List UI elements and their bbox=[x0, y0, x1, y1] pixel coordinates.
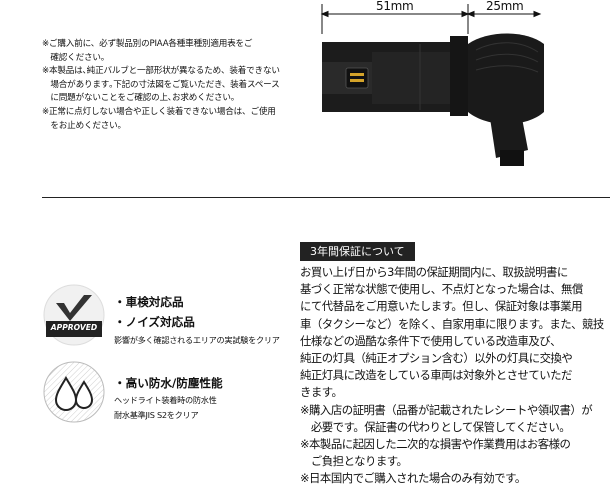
note-line: に問題がないことをご確認の上､お求めください。 bbox=[42, 93, 240, 104]
section-divider bbox=[42, 197, 610, 198]
warranty-note: ※日本国内でご購入された場合のみ有効です。 bbox=[300, 471, 526, 486]
warranty-note: 必要です。保証書の代わりとして保管してください。 bbox=[300, 419, 571, 434]
note-line: ※正常に点灯しない場合や正しく装着できない場合は、ご使用 bbox=[42, 106, 276, 117]
dimension-label-body: 51mm bbox=[376, 0, 414, 13]
feature-approved-icon-wrap: APPROVED bbox=[42, 283, 106, 347]
feature-subtitle: 影響が多く確認されるエリアの実試験をクリア bbox=[114, 335, 280, 345]
warranty-title-badge: 3年間保証について bbox=[300, 242, 415, 261]
approved-badge-text: APPROVED bbox=[50, 323, 98, 332]
dimension-drawing: 51mm 25mm bbox=[300, 0, 610, 180]
warranty-note: ※本製品に起因した二次的な損害や作業費用はお客様の bbox=[300, 437, 571, 452]
approved-checkmark-badge-icon bbox=[43, 284, 105, 346]
note-line: 場合があります｡下記の寸法図をご覧いただき、装着スペース bbox=[42, 79, 280, 90]
feature-approved: ・車検対応品 ・ノイズ対応品 影響が多く確認されるエリアの実試験をクリア bbox=[114, 294, 280, 346]
feature-subtitle: ヘッドライト装着時の防水性 bbox=[114, 395, 217, 405]
warranty-line: 純正灯具に改造をしている車両は対象外とさせていただ bbox=[300, 368, 572, 383]
feature-title: ・車検対応品 bbox=[114, 295, 184, 309]
note-line: 確認ください。 bbox=[42, 52, 110, 63]
warranty-line: お買い上げ日から3年間の保証期間内に、取扱説明書に bbox=[300, 265, 568, 279]
warranty-line: 基づく正常な状態で使用し、不点灯となった場合は、無償 bbox=[300, 282, 583, 297]
water-drops-icon bbox=[43, 361, 105, 423]
note-line: をお止めください。 bbox=[42, 120, 126, 131]
purchase-notes: ※ご購入前に、必ず製品別のPIAA各種車種別適用表をご 確認ください。 ※本製品… bbox=[42, 38, 280, 133]
warranty-line: にて代替品をご用意いたします。但し、保証対象は事業用 bbox=[300, 299, 583, 314]
feature-waterproof-icon-wrap bbox=[42, 360, 106, 424]
warranty-body: お買い上げ日から3年間の保証期間内に、取扱説明書に 基づく正常な状態で使用し、不… bbox=[300, 264, 604, 488]
dimension-label-fin: 25mm bbox=[486, 0, 524, 13]
feature-title: ・ノイズ対応品 bbox=[114, 315, 195, 329]
bulb-product-illustration bbox=[320, 4, 544, 166]
feature-waterproof: ・高い防水/防塵性能 ヘッドライト装着時の防水性 耐水基準JIS S2をクリア bbox=[114, 375, 223, 421]
feature-subtitle: 耐水基準JIS S2をクリア bbox=[114, 410, 199, 420]
warranty-line: 車（タクシーなど）を除く、自家用車に限ります。また、競技 bbox=[300, 316, 604, 331]
note-line: ※ご購入前に、必ず製品別のPIAA各種車種別適用表をご bbox=[42, 39, 253, 49]
warranty-line: きます。 bbox=[300, 385, 343, 400]
warranty-note: ご負担となります。 bbox=[300, 454, 408, 469]
warranty-note: ※購入店の証明書（品番が記載されたレシートや領収書）が bbox=[300, 402, 593, 417]
note-line: ※本製品は､純正バルブと一部形状が異なるため、装着できない bbox=[42, 66, 280, 77]
feature-title: ・高い防水/防塵性能 bbox=[114, 376, 223, 390]
warranty-line: 仕様などの過酷な条件下で使用している改造車及び、 bbox=[300, 333, 562, 348]
warranty-line: 純正の灯具（純正オプション含む）以外の灯具に交換や bbox=[300, 351, 573, 366]
